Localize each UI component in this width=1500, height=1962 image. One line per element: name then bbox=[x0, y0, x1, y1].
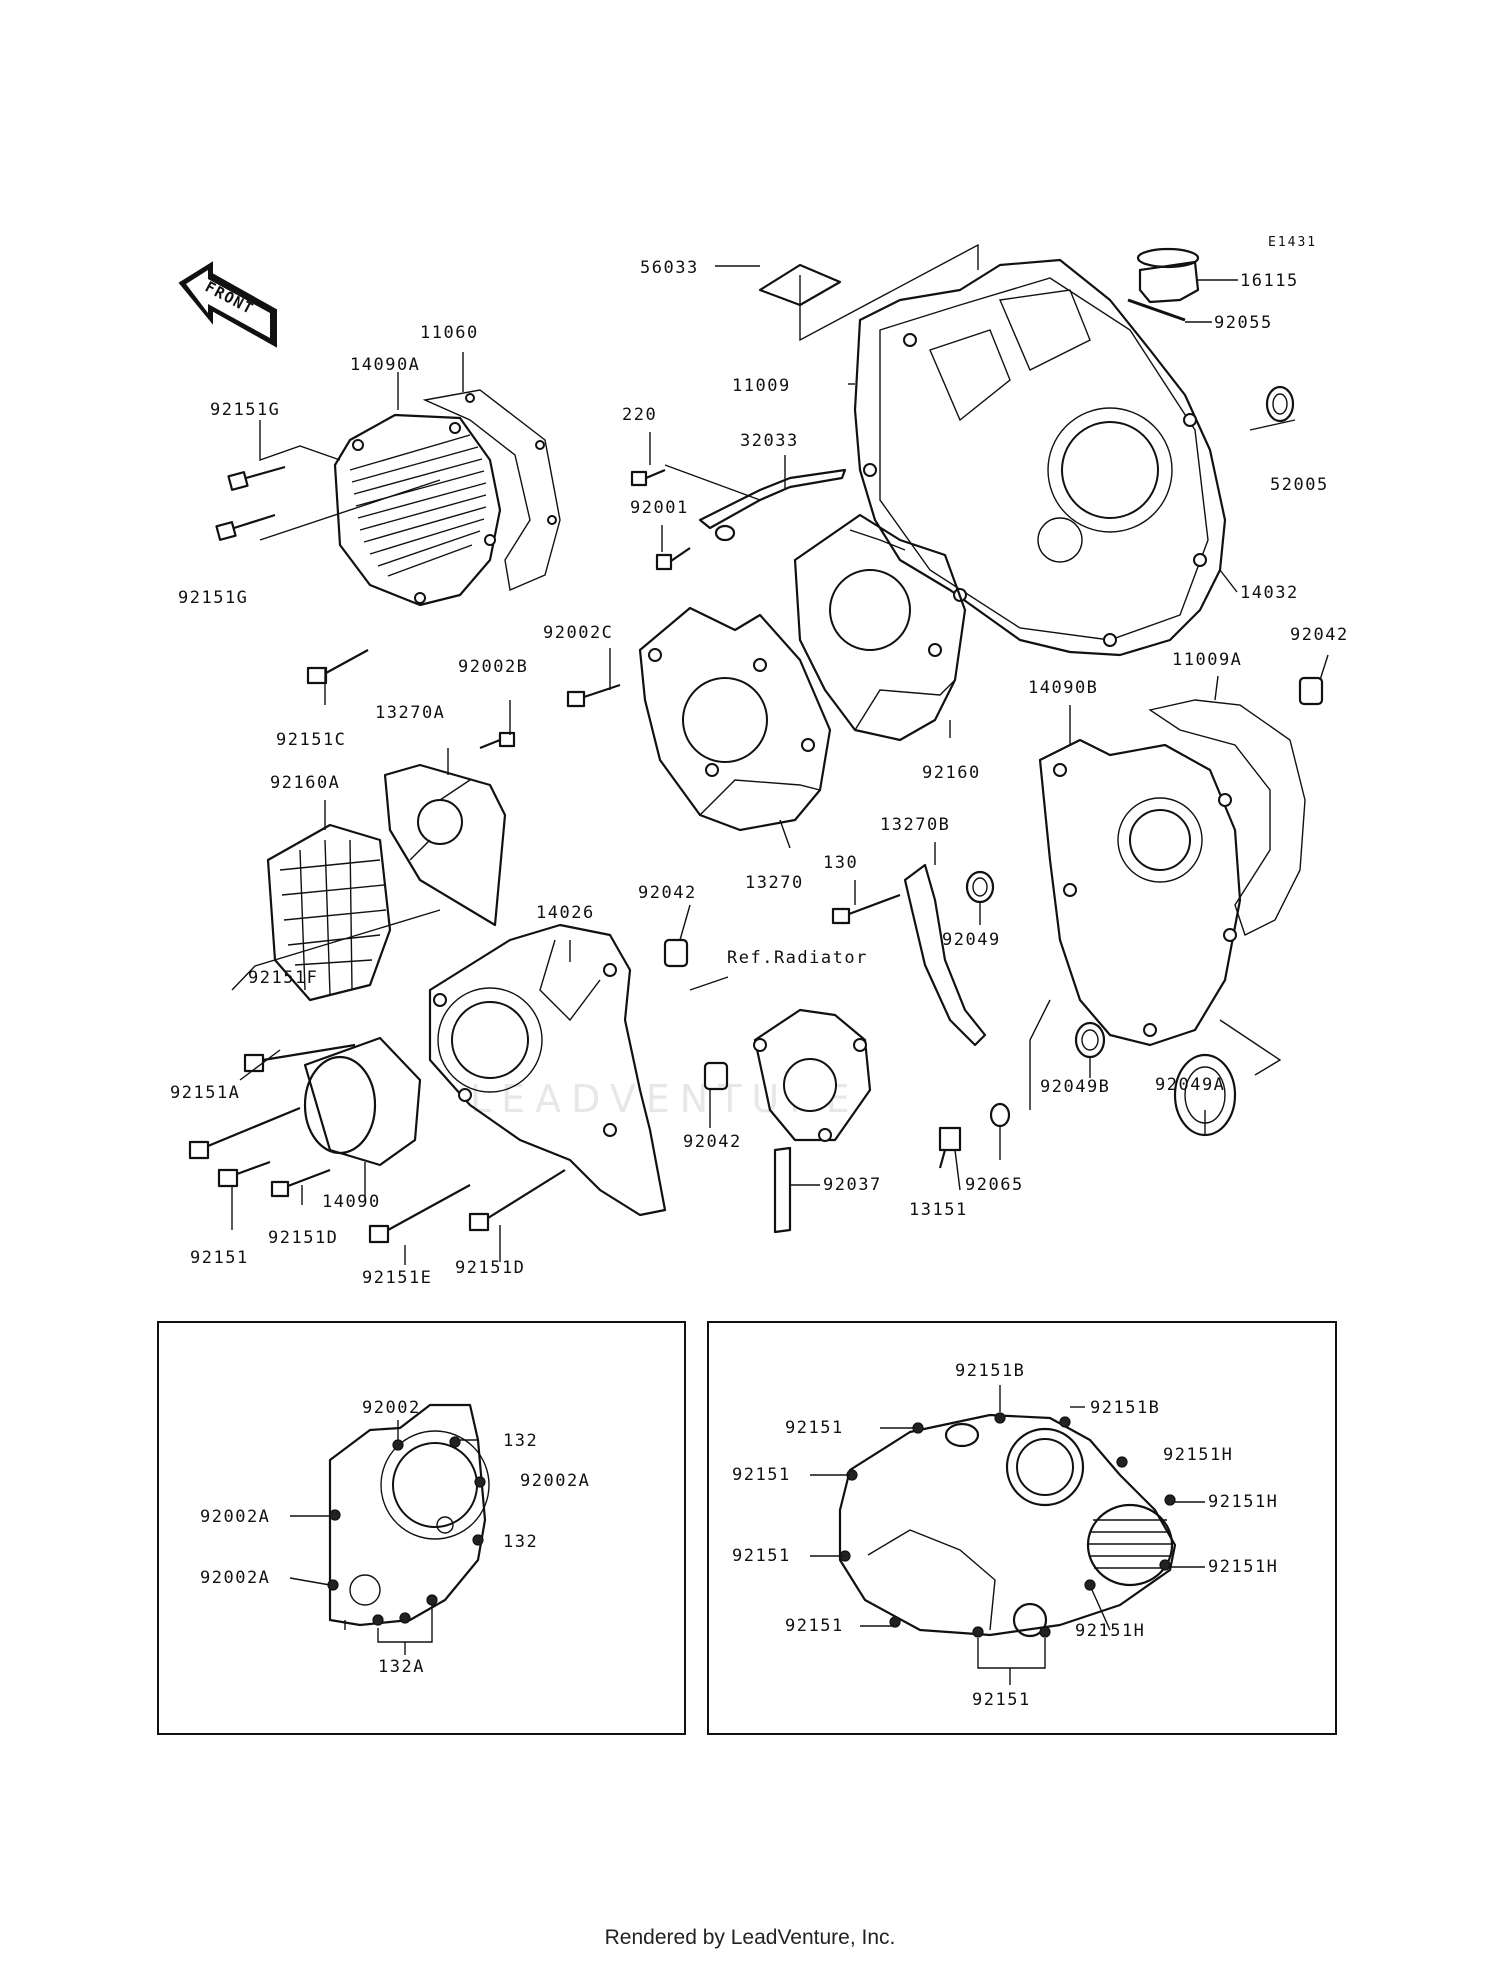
label-92002A-right[interactable]: 92002A bbox=[520, 1471, 590, 1491]
label-14032[interactable]: 14032 bbox=[1240, 583, 1299, 603]
gasket-13270B bbox=[903, 863, 987, 1047]
label-92151H-2[interactable]: 92151H bbox=[1208, 1492, 1278, 1512]
water-pump bbox=[753, 1008, 872, 1234]
cover-14090B bbox=[1038, 699, 1306, 1047]
cover-plate-13270 bbox=[638, 606, 832, 832]
label-92049B[interactable]: 92049B bbox=[1040, 1077, 1110, 1097]
label-13270A[interactable]: 13270A bbox=[375, 703, 445, 723]
label-14090A[interactable]: 14090A bbox=[350, 355, 420, 375]
label-92151[interactable]: 92151 bbox=[190, 1248, 249, 1268]
label-92160A[interactable]: 92160A bbox=[270, 773, 340, 793]
label-92151A[interactable]: 92151A bbox=[170, 1083, 240, 1103]
diagram-code: E1431 bbox=[1268, 235, 1317, 250]
label-13270B[interactable]: 13270B bbox=[880, 815, 950, 835]
part-labels: 56033 16115 92055 11060 14090A 92151G 92… bbox=[170, 258, 1349, 1288]
label-52005[interactable]: 52005 bbox=[1270, 475, 1329, 495]
bolts-lower-left bbox=[188, 1043, 566, 1244]
label-220[interactable]: 220 bbox=[622, 405, 657, 425]
label-92160[interactable]: 92160 bbox=[922, 763, 981, 783]
label-92049A[interactable]: 92049A bbox=[1155, 1075, 1225, 1095]
label-92151F[interactable]: 92151F bbox=[248, 968, 318, 988]
inset-left-frame bbox=[157, 1321, 686, 1735]
cover-14090A bbox=[333, 389, 561, 607]
label-14090B[interactable]: 14090B bbox=[1028, 678, 1098, 698]
inset-right-cover bbox=[838, 1412, 1177, 1638]
dowels-92042 bbox=[663, 676, 1324, 1091]
label-132-top[interactable]: 132 bbox=[503, 1431, 538, 1451]
label-92042-mid[interactable]: 92042 bbox=[638, 883, 697, 903]
inset-right-labels: 92151B 92151B 92151 92151H 92151 92151H … bbox=[732, 1361, 1278, 1710]
label-92002B[interactable]: 92002B bbox=[458, 657, 528, 677]
cover-92160 bbox=[793, 513, 967, 742]
label-92151H-4[interactable]: 92151H bbox=[1075, 1621, 1145, 1641]
label-92002A-left-2[interactable]: 92002A bbox=[200, 1568, 270, 1588]
front-arrow-icon: FRONT bbox=[178, 261, 277, 348]
small-parts-center bbox=[630, 468, 847, 571]
label-92055[interactable]: 92055 bbox=[1214, 313, 1273, 333]
label-132-mid[interactable]: 132 bbox=[503, 1532, 538, 1552]
label-92151G-top[interactable]: 92151G bbox=[210, 400, 280, 420]
label-56033[interactable]: 56033 bbox=[640, 258, 699, 278]
leader-lines bbox=[231, 243, 1329, 1265]
temp-switch-13151 bbox=[938, 1102, 1011, 1169]
label-132A[interactable]: 132A bbox=[378, 1657, 425, 1677]
bolt-130 bbox=[831, 893, 901, 925]
label-92151H-1[interactable]: 92151H bbox=[1163, 1445, 1233, 1465]
label-ref-radiator[interactable]: Ref.Radiator bbox=[727, 948, 868, 968]
label-92151-left-4[interactable]: 92151 bbox=[785, 1616, 844, 1636]
label-92151B-right[interactable]: 92151B bbox=[1090, 1398, 1160, 1418]
label-92002A-left-1[interactable]: 92002A bbox=[200, 1507, 270, 1527]
label-92151D-right[interactable]: 92151D bbox=[455, 1258, 525, 1278]
label-92151C[interactable]: 92151C bbox=[276, 730, 346, 750]
label-92151D-left[interactable]: 92151D bbox=[268, 1228, 338, 1248]
cover-14090 bbox=[303, 1036, 422, 1167]
label-92002C[interactable]: 92002C bbox=[543, 623, 613, 643]
label-11009A[interactable]: 11009A bbox=[1172, 650, 1242, 670]
label-92002[interactable]: 92002 bbox=[362, 1398, 421, 1418]
inset-right-frame bbox=[707, 1321, 1337, 1735]
inset-left-leaders bbox=[289, 1420, 480, 1655]
footer-credit: Rendered by LeadVenture, Inc. bbox=[604, 1926, 896, 1949]
inset-left-cover bbox=[327, 1403, 490, 1630]
label-92065[interactable]: 92065 bbox=[965, 1175, 1024, 1195]
label-92037[interactable]: 92037 bbox=[823, 1175, 882, 1195]
label-92151E[interactable]: 92151E bbox=[362, 1268, 432, 1288]
label-92151-bottom[interactable]: 92151 bbox=[972, 1690, 1031, 1710]
label-92151B-top[interactable]: 92151B bbox=[955, 1361, 1025, 1381]
label-11009[interactable]: 11009 bbox=[732, 376, 791, 396]
label-13151[interactable]: 13151 bbox=[909, 1200, 968, 1220]
clutch-cover-14032 bbox=[758, 247, 1295, 657]
label-32033[interactable]: 32033 bbox=[740, 431, 799, 451]
label-13270[interactable]: 13270 bbox=[745, 873, 804, 893]
label-92151-left-1[interactable]: 92151 bbox=[785, 1418, 844, 1438]
housing-14026 bbox=[428, 923, 667, 1217]
label-92151-left-2[interactable]: 92151 bbox=[732, 1465, 791, 1485]
label-130[interactable]: 130 bbox=[823, 853, 858, 873]
label-92042-low[interactable]: 92042 bbox=[683, 1132, 742, 1152]
label-14026[interactable]: 14026 bbox=[536, 903, 595, 923]
label-11060[interactable]: 11060 bbox=[420, 323, 479, 343]
bolts-92151G bbox=[215, 465, 369, 685]
label-92042-right[interactable]: 92042 bbox=[1290, 625, 1349, 645]
inset-left-labels: 92002 132 92002A 92002A 132 92002A 132A bbox=[200, 1398, 590, 1677]
grid-cover-92160A bbox=[266, 823, 392, 1002]
label-92049[interactable]: 92049 bbox=[942, 930, 1001, 950]
label-16115[interactable]: 16115 bbox=[1240, 271, 1299, 291]
label-92001[interactable]: 92001 bbox=[630, 498, 689, 518]
bolt-92002C bbox=[566, 683, 621, 708]
plate-13270A bbox=[383, 731, 516, 927]
inset-right-leaders bbox=[810, 1385, 1205, 1685]
label-92151H-3[interactable]: 92151H bbox=[1208, 1557, 1278, 1577]
label-14090[interactable]: 14090 bbox=[322, 1192, 381, 1212]
label-92151G-bottom[interactable]: 92151G bbox=[178, 588, 248, 608]
label-92151-left-3[interactable]: 92151 bbox=[732, 1546, 791, 1566]
